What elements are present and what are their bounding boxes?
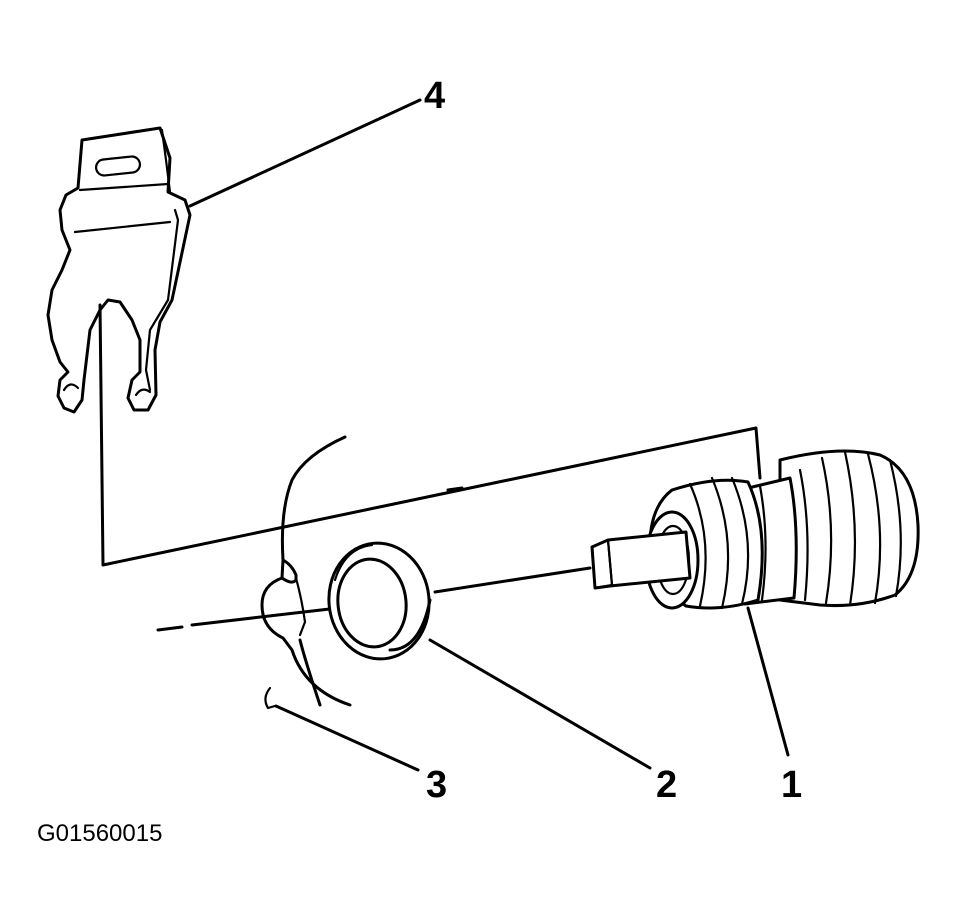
figure-id-label: G01560015: [37, 820, 162, 847]
leader-line-4: [188, 98, 422, 208]
part-3-housing-bore: [260, 435, 352, 710]
callout-label-3: 3: [426, 764, 447, 806]
leader-line-1: [746, 606, 790, 757]
alignment-line-clip: [98, 303, 762, 567]
part-2-seal-ring: [327, 541, 432, 661]
top-dash-line: [446, 486, 464, 492]
leader-line-2: [428, 638, 652, 770]
callout-label-1: 1: [781, 764, 802, 806]
leader-line-3: [274, 704, 420, 772]
part-1-solenoid-assembly: [590, 449, 920, 610]
callout-label-4: 4: [424, 75, 445, 117]
part-4-retaining-clip: [46, 126, 192, 414]
callout-label-2: 2: [656, 764, 677, 806]
